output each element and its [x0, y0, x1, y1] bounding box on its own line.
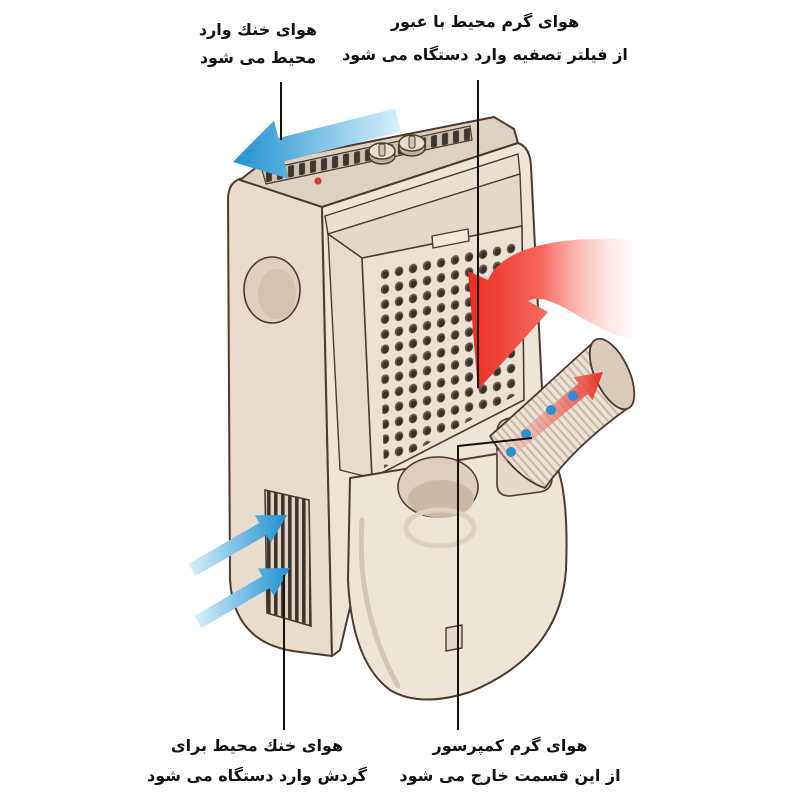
- filter-pull-tab: [431, 228, 470, 249]
- label-cool-air-outlet-line-1: هوای خنك وارد: [198, 20, 318, 39]
- water-droplet: [568, 391, 578, 401]
- drum-curvature-shading: [358, 517, 401, 689]
- side-air-intake-grille: [264, 488, 312, 628]
- water-droplet: [521, 429, 531, 439]
- control-knob-left: [368, 142, 396, 165]
- water-droplets: [506, 391, 578, 457]
- drum-opening-shadow-ring: [403, 507, 477, 549]
- power-indicator-light: [314, 177, 322, 185]
- label-cool-air-intake-line-1: هوای خنك محیط برای: [170, 736, 344, 755]
- leader-line-compressor-exhaust: [457, 437, 533, 730]
- side-handle-shadow: [258, 269, 296, 319]
- water-droplet: [546, 405, 556, 415]
- cool-air-intake-arrow-lower: [194, 568, 290, 628]
- label-warm-air-intake-line-1: هوای گرم محیط با عبور: [390, 12, 580, 31]
- control-knob-right: [398, 134, 426, 157]
- cool-air-outlet-arrow: [233, 108, 401, 179]
- label-warm-air-intake-line-2: از فیلتر تصفیه وارد دستگاه می شود: [342, 45, 628, 64]
- cool-air-intake-arrow-upper: [188, 515, 287, 577]
- label-cool-air-outlet-line-2: محیط می شود: [199, 48, 317, 67]
- water-droplet: [506, 447, 516, 457]
- warm-air-intake-arrow: [468, 238, 632, 390]
- label-compressor-exhaust-line-2: از این قسمت خارج می شود: [399, 766, 621, 785]
- label-compressor-exhaust-line-1: هوای گرم کمپرسور: [432, 736, 588, 755]
- label-cool-air-intake-line-2: گردش وارد دستگاه می شود: [147, 766, 367, 785]
- drain-plug: [445, 624, 463, 652]
